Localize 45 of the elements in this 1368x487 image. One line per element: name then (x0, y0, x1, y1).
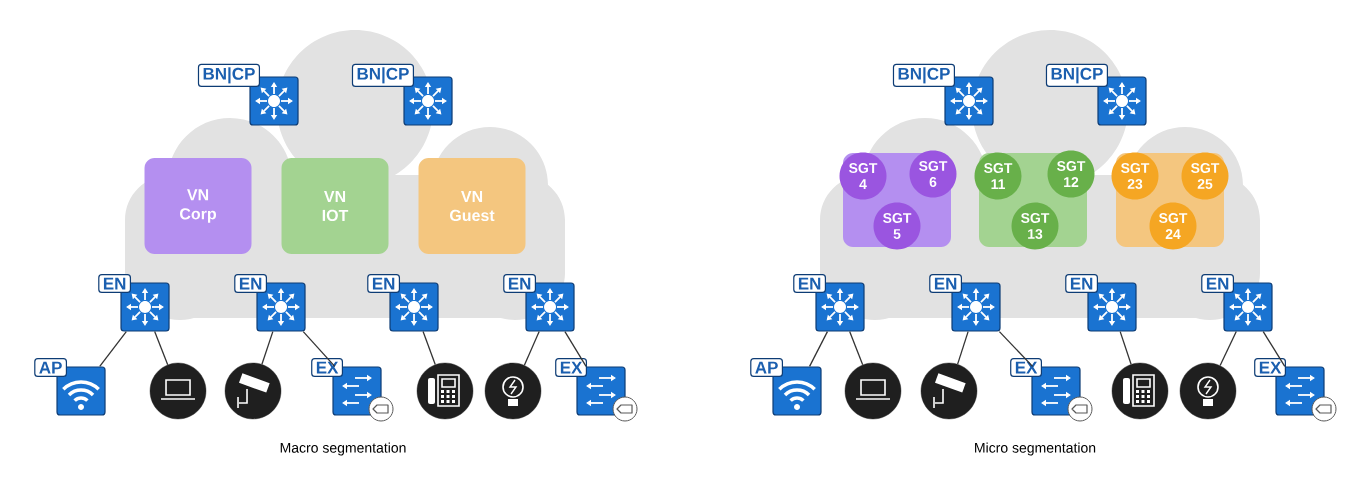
node-label-tag: BN|CP (1045, 63, 1108, 87)
node-label-tag: EN (234, 274, 267, 293)
connector-line (154, 330, 169, 366)
node-label-tag: EN (793, 274, 826, 293)
connector-line (564, 330, 587, 368)
connector-line (1119, 330, 1132, 365)
node-label-tag: EN (98, 274, 131, 293)
node-label-tag: BN|CP (351, 63, 414, 87)
phone-icon (1111, 362, 1169, 420)
node-label-tag: BN|CP (892, 63, 955, 87)
connector-line (261, 330, 274, 365)
node-label-tag: EN (367, 274, 400, 293)
node-label-tag: EN (1065, 274, 1098, 293)
connector-line (808, 330, 829, 368)
node-label-tag: BN|CP (197, 63, 261, 87)
connector-line (849, 330, 864, 366)
laptop-icon (149, 362, 207, 420)
node-label-tag: EN (929, 274, 962, 293)
bulb-icon (484, 362, 542, 420)
phone-icon (416, 362, 474, 420)
laptop-icon (844, 362, 902, 420)
network-box: VN Guest (418, 158, 526, 254)
connector-line (998, 330, 1034, 368)
node-label-tag: AP (34, 358, 67, 377)
node-label-tag: EX (1010, 358, 1042, 377)
panel-caption: Micro segmentation (975, 442, 1096, 456)
panel-caption: Macro segmentation (280, 442, 406, 456)
connector-line (1219, 330, 1237, 367)
node-label-tag: EX (555, 358, 587, 377)
node-label-tag: EX (1254, 358, 1286, 377)
camera-icon (224, 362, 282, 420)
connector-line (302, 330, 336, 368)
connector-line (422, 330, 436, 366)
node-label-tag: EN (503, 274, 536, 293)
node-label-tag: EX (311, 358, 343, 377)
node-label-tag: EN (1201, 274, 1234, 293)
connector-line (523, 330, 540, 366)
connector-line (1262, 330, 1286, 368)
node-label-tag: AP (750, 358, 783, 377)
network-box: VN Corp (144, 158, 252, 254)
connector-line (957, 330, 969, 365)
connector-line (99, 330, 127, 368)
bulb-icon (1179, 362, 1237, 420)
camera-icon (920, 362, 978, 420)
network-box: VN IOT (281, 158, 389, 254)
